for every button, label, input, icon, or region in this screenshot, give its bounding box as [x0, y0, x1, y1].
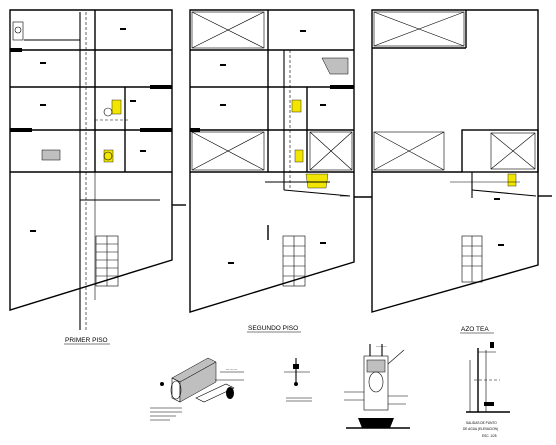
water-outlet-elevation-detail — [466, 342, 510, 413]
svg-text:______: ______ — [375, 343, 387, 347]
elevation-detail-title-line2: DE AGUA (ELEVACION) — [463, 427, 498, 431]
elevation-detail-title-line1: SALIDAS DE PUNTO — [466, 421, 497, 425]
elevation-detail-scale: ESC. 1/25 — [482, 434, 497, 438]
water-tank-detail: ______ — [344, 343, 410, 429]
roof-plan — [371, 9, 552, 313]
first-floor-title: PRIMER PISO — [65, 337, 108, 344]
isometric-pipe-detail: — — — — [150, 357, 244, 421]
first-floor-plan — [9, 9, 186, 330]
valve-section-detail — [284, 358, 312, 402]
svg-text:— — —: — — — — [226, 367, 238, 371]
second-floor-plan — [189, 9, 372, 313]
second-floor-title: SEGUNDO PISO — [248, 325, 298, 332]
roof-title: AZO TEA — [461, 326, 489, 333]
